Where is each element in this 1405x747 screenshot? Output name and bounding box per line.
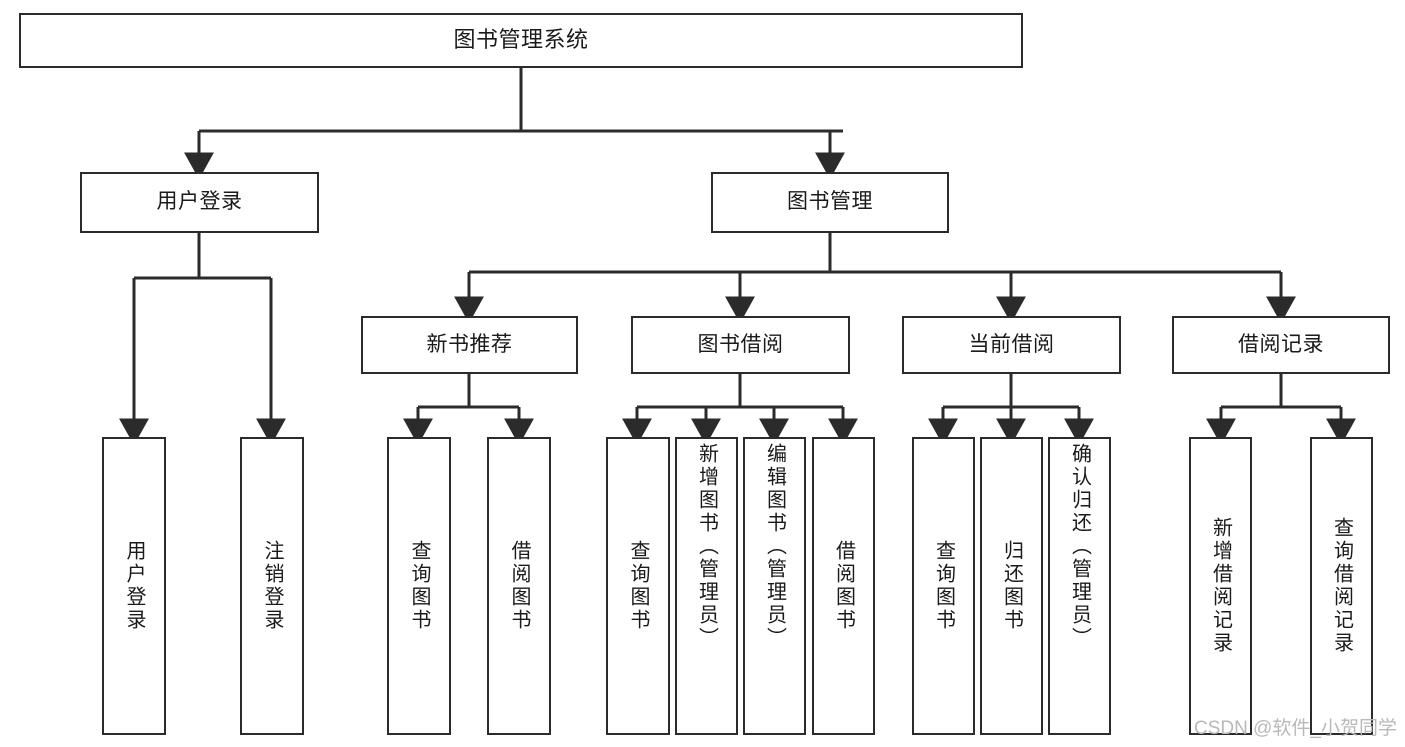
leaf-add-borrow-record[interactable]: 新增借阅记录 — [1189, 437, 1252, 735]
node-label: 查询图书 — [932, 540, 955, 632]
leaf-confirm-return-admin[interactable]: 确认归还（管理员） — [1048, 437, 1111, 735]
node-label: 归还图书 — [1000, 540, 1023, 632]
node-label: 图书管理系统 — [453, 27, 589, 53]
node-label: 图书借阅 — [697, 332, 784, 356]
node-label: 新增借阅记录 — [1209, 517, 1232, 655]
node-label: 查询借阅记录 — [1330, 517, 1353, 655]
node-label: 当前借阅 — [968, 332, 1055, 356]
node-label: 查询图书 — [627, 540, 649, 632]
node-label: 用户登录 — [123, 540, 145, 632]
leaf-query-book-current[interactable]: 查询图书 — [912, 437, 975, 735]
leaf-query-book-recommend[interactable]: 查询图书 — [387, 437, 451, 735]
node-label: 借阅图书 — [508, 540, 530, 632]
node-label: 注销登录 — [261, 540, 283, 632]
leaf-borrow-book[interactable]: 借阅图书 — [812, 437, 875, 735]
node-label: 借阅记录 — [1238, 332, 1324, 356]
csdn-watermark: CSDN @软件_小贺同学 — [1194, 718, 1397, 739]
node-book-management[interactable]: 图书管理 — [711, 172, 949, 233]
node-current-borrow[interactable]: 当前借阅 — [902, 316, 1121, 374]
node-book-borrow[interactable]: 图书借阅 — [631, 316, 850, 374]
node-new-book-recommend[interactable]: 新书推荐 — [361, 316, 578, 374]
node-borrow-record[interactable]: 借阅记录 — [1172, 316, 1390, 374]
leaf-borrow-book-recommend[interactable]: 借阅图书 — [487, 437, 551, 735]
node-label: 图书管理 — [787, 190, 873, 214]
node-label: 确认归还（管理员） — [1068, 443, 1091, 650]
leaf-add-book-admin[interactable]: 新增图书（管理员） — [675, 437, 738, 735]
leaf-return-book[interactable]: 归还图书 — [980, 437, 1043, 735]
node-label: 新增图书（管理员） — [695, 443, 718, 650]
leaf-user-logout[interactable]: 注销登录 — [240, 437, 304, 735]
node-label: 查询图书 — [408, 540, 430, 632]
leaf-query-borrow-record[interactable]: 查询借阅记录 — [1310, 437, 1373, 735]
node-label: 新书推荐 — [426, 332, 513, 356]
node-label: 用户登录 — [156, 190, 243, 214]
node-user-login[interactable]: 用户登录 — [80, 172, 319, 233]
leaf-query-book-borrow[interactable]: 查询图书 — [606, 437, 670, 735]
node-label: 借阅图书 — [832, 540, 855, 632]
node-root-system[interactable]: 图书管理系统 — [19, 13, 1023, 68]
node-label: 编辑图书（管理员） — [763, 443, 786, 650]
leaf-user-login[interactable]: 用户登录 — [102, 437, 166, 735]
leaf-edit-book-admin[interactable]: 编辑图书（管理员） — [743, 437, 806, 735]
